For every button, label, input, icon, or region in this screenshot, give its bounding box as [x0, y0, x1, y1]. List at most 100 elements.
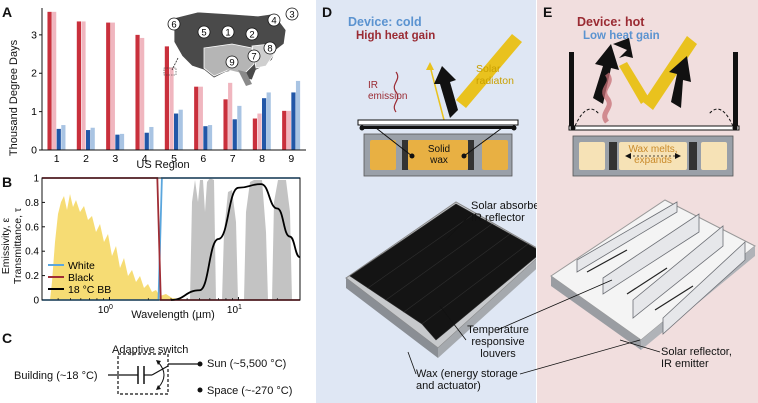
map-region-marker	[267, 13, 281, 27]
building-label: Building (~18 °C)	[14, 370, 98, 382]
panel-e: E Device: hot Low heat gain Wax melts	[537, 0, 758, 403]
y-tick-label: 0	[33, 296, 39, 307]
y-tick-label: 0.6	[25, 222, 39, 233]
bar-region-4-s3	[144, 132, 149, 150]
x-tick-label: 1	[54, 153, 60, 165]
bar-region-5-s3	[174, 113, 179, 150]
solar-absorber-label: Solar absorber, IR reflector	[471, 200, 546, 225]
wax-melts-label: Wax melts, expands	[628, 144, 678, 166]
x-tick-label: 5	[171, 153, 177, 165]
ir-wave-icon-e	[602, 72, 612, 124]
adaptive-switch-box	[117, 353, 169, 395]
map-region-marker	[285, 7, 299, 21]
bar-region-7-s4	[237, 105, 242, 150]
sun-node	[197, 361, 203, 367]
bar-region-9-s4	[295, 80, 301, 150]
map-region-marker	[167, 17, 181, 31]
bar-region-1-s1	[47, 11, 52, 150]
bar-region-8-s3	[262, 98, 267, 150]
panel-b-ylabel-emissivity: Emissivity, ε	[0, 217, 12, 275]
panel-letter-a: A	[2, 4, 13, 20]
panel-a-xlabel: US Region	[136, 159, 190, 171]
bar-region-7-s1	[223, 99, 228, 150]
x-tick-label: 8	[259, 153, 265, 165]
bar-region-9-s2	[286, 110, 291, 150]
bar-region-1-s2	[52, 11, 57, 150]
map-region-label: 4	[271, 16, 276, 27]
x-tick-label: 7	[230, 153, 236, 165]
bar-region-9-s1	[282, 110, 287, 150]
bar-region-6-s2	[198, 86, 203, 150]
solid-wax-block	[408, 140, 468, 170]
circuit-diagram	[108, 353, 203, 395]
cold-device-photo	[345, 201, 536, 358]
y-tick-label: 1	[31, 106, 37, 118]
y-tick-label: 0.2	[25, 271, 39, 282]
y-tick-label: 2	[31, 68, 37, 80]
map-region-label: 3	[289, 10, 294, 21]
bar-region-6-s1	[194, 86, 199, 150]
bar-region-8-s2	[257, 113, 262, 150]
x-tick-label: 9	[288, 153, 294, 165]
map-region-label: 1	[225, 28, 230, 39]
bar-region-3-s1	[106, 22, 111, 150]
x-tick-label: 6	[200, 153, 206, 165]
map-region-label: 5	[201, 28, 206, 39]
map-region-marker	[221, 25, 235, 39]
series-line-3	[170, 183, 301, 301]
solar-radiation-label: Solar radiaton	[476, 63, 514, 87]
bar-region-8-s4	[266, 92, 271, 150]
solar-reflector-label: Solar reflector, IR emitter	[661, 346, 732, 371]
bar-region-2-s3	[86, 130, 91, 150]
panel-b-legend: White Black 18 °C BB	[48, 260, 111, 296]
bar-region-2-s2	[81, 21, 86, 150]
reflected-arrow-icon-1	[593, 44, 619, 104]
map-region-marker	[263, 41, 277, 55]
panel-letter-d: D	[322, 4, 333, 20]
legend-label-black: Black	[68, 272, 94, 284]
panel-b-xlabel: Wavelength (µm)	[131, 309, 215, 321]
bar-region-6-s4	[207, 125, 213, 150]
panel-e-device-title: Device: hot	[577, 15, 645, 29]
y-tick-label: 0.8	[25, 198, 39, 209]
map-region-marker	[245, 27, 259, 41]
map-region-label: 2	[249, 30, 254, 41]
bar-region-7-s2	[228, 82, 233, 150]
map-region-label: 6	[171, 20, 176, 31]
adaptive-switch-label: Adaptive switch	[112, 344, 189, 356]
bar-region-3-s3	[115, 134, 120, 150]
sun-label: Sun (~5,500 °C)	[207, 358, 287, 370]
x-tick-label: 2	[83, 153, 89, 165]
y-tick-label: 3	[31, 29, 37, 41]
map-region-marker	[197, 25, 211, 39]
map-region-marker	[247, 49, 261, 63]
space-label: Space (~-270 °C)	[207, 385, 293, 397]
bar-region-4-s4	[149, 126, 154, 150]
bar-region-2-s4	[90, 127, 95, 150]
solid-wax-label: Solid wax	[427, 144, 451, 166]
panel-letter-e: E	[543, 4, 553, 20]
bar-region-9-s3	[291, 92, 296, 150]
bar-region-1-s4	[61, 125, 66, 150]
legend-label-white: White	[68, 260, 95, 272]
bar-region-7-s3	[232, 119, 237, 150]
legend-label-bb: 18 °C BB	[68, 284, 111, 296]
space-node	[197, 387, 203, 393]
y-tick-label: 0.4	[25, 247, 39, 258]
panel-letter-c: C	[2, 330, 13, 346]
y-tick-label: 0	[31, 145, 37, 157]
x-tick-label: 4	[142, 153, 148, 165]
panel-d-gain-title: High heat gain	[356, 30, 436, 42]
bar-region-5-s1	[164, 46, 169, 150]
map-region-label: 9	[229, 58, 234, 69]
panel-d: D Device: cold High heat gain IR emissio…	[316, 0, 546, 403]
y-tick-label: 1	[33, 174, 39, 185]
bar-region-1-s3	[56, 128, 61, 150]
switch-arm	[151, 365, 169, 376]
solar-beam-icon-e	[643, 36, 697, 110]
absorbed-arrow-icon	[434, 66, 458, 118]
